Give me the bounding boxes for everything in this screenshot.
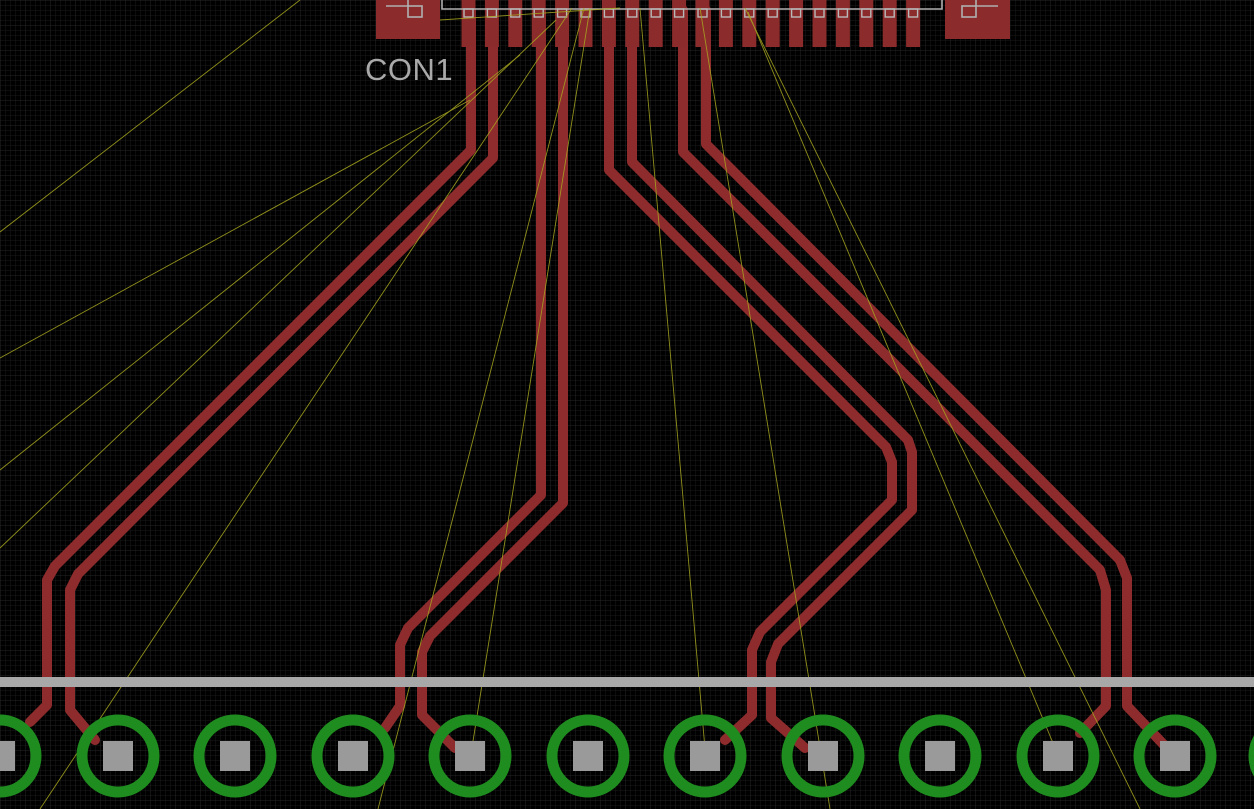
pad-drill <box>338 741 368 771</box>
pin-mark <box>814 8 825 18</box>
pad-drill <box>573 741 603 771</box>
pin-mark <box>767 8 778 18</box>
pad-ring <box>193 714 277 798</box>
through-hole-pad[interactable] <box>428 714 512 798</box>
top-copper-traces[interactable] <box>25 5 1170 753</box>
pad-drill <box>455 741 485 771</box>
trace-5[interactable] <box>604 5 897 745</box>
pad-ring <box>546 714 630 798</box>
pad-ring <box>311 714 395 798</box>
trace-2[interactable] <box>65 5 498 745</box>
pin-mark <box>790 8 802 18</box>
smd-pad[interactable] <box>648 0 663 47</box>
pad-drill <box>1160 741 1190 771</box>
trace-4[interactable] <box>417 5 568 753</box>
pin-mark <box>673 8 685 18</box>
through-hole-pad[interactable] <box>1133 714 1217 798</box>
through-hole-pad[interactable] <box>193 714 277 798</box>
smd-pad[interactable] <box>812 0 827 47</box>
pin-mark <box>884 8 895 18</box>
trace-6[interactable] <box>627 5 917 753</box>
smd-pad[interactable] <box>835 0 850 47</box>
pad-drill <box>808 741 838 771</box>
smd-pad[interactable] <box>882 0 897 47</box>
pad-ring <box>428 714 512 798</box>
pin-mark <box>837 8 849 18</box>
through-hole-pad-row[interactable] <box>0 714 1254 798</box>
pad-drill <box>925 741 955 771</box>
pad-ring <box>0 714 42 798</box>
through-hole-pad[interactable] <box>76 714 160 798</box>
pad-ring <box>1016 714 1100 798</box>
pin-mark <box>861 8 872 18</box>
smd-pad[interactable] <box>672 0 687 47</box>
through-hole-pad[interactable] <box>311 714 395 798</box>
pin-mark <box>510 8 521 18</box>
pin-mark <box>907 8 919 18</box>
pad-ring <box>898 714 982 798</box>
pin-mark <box>556 8 568 18</box>
connector-smd-pads[interactable] <box>376 0 1010 47</box>
pad-drill <box>0 741 15 771</box>
trace-7[interactable] <box>678 5 1111 738</box>
smd-pad[interactable] <box>789 0 804 47</box>
smd-pad[interactable] <box>625 0 640 47</box>
component-designator-label[interactable]: CON1 <box>365 52 453 87</box>
pad-ring <box>1133 714 1217 798</box>
trace-3[interactable] <box>380 5 546 733</box>
smd-pad[interactable] <box>484 0 499 47</box>
trace-8[interactable] <box>701 5 1170 751</box>
smd-pad[interactable] <box>765 0 780 47</box>
pad-drill <box>103 741 133 771</box>
through-hole-pad[interactable] <box>663 714 747 798</box>
smd-pad[interactable] <box>906 0 921 47</box>
pin-mark <box>720 8 732 18</box>
pin-mark <box>580 8 591 18</box>
board-outline-dimension <box>0 677 1254 687</box>
pad-ring <box>781 714 865 798</box>
pin-mark <box>486 8 498 18</box>
ratsnest-airwires <box>0 0 1141 809</box>
smd-pad[interactable] <box>461 0 476 47</box>
pin-mark <box>650 8 661 18</box>
connector-pin-marks <box>463 8 919 18</box>
smd-pad[interactable] <box>742 0 757 47</box>
connector-package-outline <box>386 0 998 18</box>
pad-drill <box>690 741 720 771</box>
through-hole-pad[interactable] <box>0 714 42 798</box>
pad-drill <box>1043 741 1073 771</box>
trace-1[interactable] <box>25 5 476 727</box>
pin-mark <box>697 8 708 18</box>
smd-pad[interactable] <box>508 0 523 47</box>
through-hole-pad[interactable] <box>1016 714 1100 798</box>
pad-ring <box>663 714 747 798</box>
pin-mark <box>627 8 638 18</box>
through-hole-pad[interactable] <box>781 714 865 798</box>
smd-pad[interactable] <box>601 0 616 47</box>
pad-drill <box>220 741 250 771</box>
smd-pad[interactable] <box>718 0 733 47</box>
pin-mark <box>463 8 474 18</box>
pad-ring <box>76 714 160 798</box>
through-hole-pad[interactable] <box>898 714 982 798</box>
smd-pad[interactable] <box>578 0 593 47</box>
through-hole-pad[interactable] <box>546 714 630 798</box>
smd-pad[interactable] <box>859 0 874 47</box>
smd-pad[interactable] <box>531 0 546 47</box>
